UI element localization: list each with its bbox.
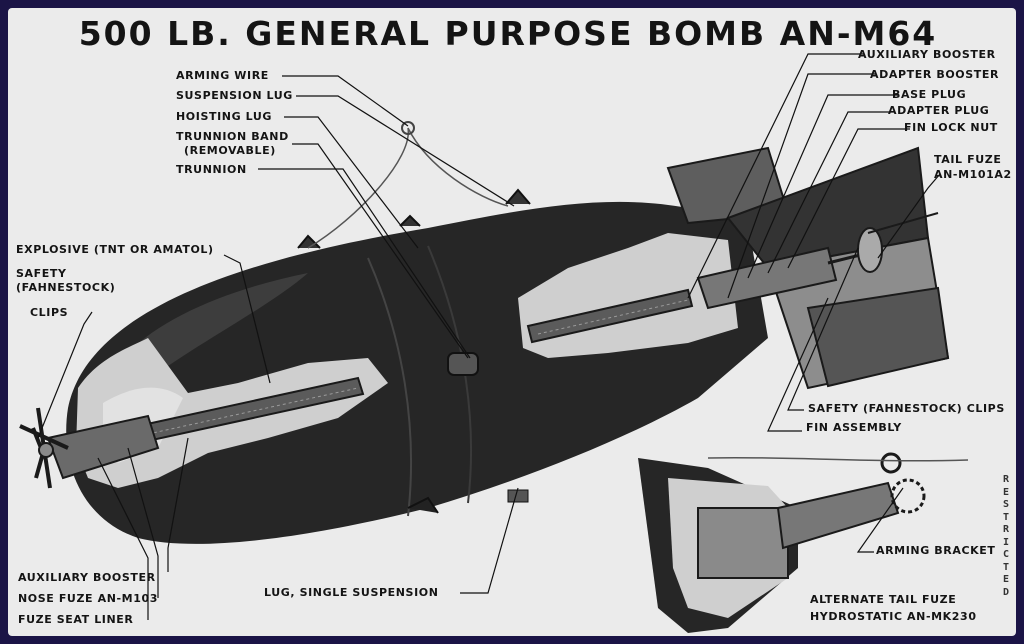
label-suspension-lug: SUSPENSION LUG <box>176 89 293 102</box>
leader-lines <box>37 53 941 620</box>
diagram-frame: 500 LB. GENERAL PURPOSE BOMB AN-M64 ARMI… <box>8 8 1016 636</box>
label-fin-lock-nut: FIN LOCK NUT <box>904 121 998 134</box>
label-alternate-tail-fuze: ALTERNATE TAIL FUZE <box>810 593 957 606</box>
label-alternate-tail-fuze-model: HYDROSTATIC AN-MK230 <box>810 610 977 623</box>
label-tail-fuze-model: AN-M101A2 <box>934 168 1012 181</box>
tail-burster-tube <box>526 288 694 344</box>
lugs <box>297 188 531 514</box>
label-explosive: EXPLOSIVE (TNT OR AMATOL) <box>16 243 214 256</box>
label-tail-fuze: TAIL FUZE <box>934 153 1002 166</box>
label-fin-assembly: FIN ASSEMBLY <box>806 421 902 434</box>
label-safety: SAFETY <box>16 267 67 280</box>
label-auxiliary-booster-nose: AUXILIARY BOOSTER <box>18 571 156 584</box>
label-nose-fuze: NOSE FUZE AN-M103 <box>18 592 158 605</box>
bomb-illustration <box>19 53 969 633</box>
label-trunnion-band: TRUNNION BAND <box>176 130 289 143</box>
label-safety-fahnestock: (FAHNESTOCK) <box>16 281 116 294</box>
label-adapter-booster: ADAPTER BOOSTER <box>870 68 1000 81</box>
tail-fuze <box>696 212 939 310</box>
label-adapter-plug: ADAPTER PLUG <box>888 104 990 117</box>
label-trunnion: TRUNNION <box>176 163 247 176</box>
label-fuze-seat-liner: FUZE SEAT LINER <box>18 613 134 626</box>
arming-wire <box>307 127 509 249</box>
label-arming-bracket: ARMING BRACKET <box>876 544 996 557</box>
diagram-title: 500 LB. GENERAL PURPOSE BOMB AN-M64 <box>78 14 938 53</box>
label-hoisting-lug: HOISTING LUG <box>176 110 273 123</box>
alternate-tail-fuze <box>638 452 969 633</box>
label-auxiliary-booster-tail: AUXILIARY BOOSTER <box>858 48 996 61</box>
label-safety-fahnestock-clips: SAFETY (FAHNESTOCK) CLIPS <box>808 402 1005 415</box>
label-clips: CLIPS <box>30 306 69 319</box>
label-arming-wire: ARMING WIRE <box>176 69 269 82</box>
label-lug-single-suspension: LUG, SINGLE SUSPENSION <box>264 586 439 599</box>
restricted-stamp: RESTRICTED <box>1002 474 1010 598</box>
nose-fuze <box>19 407 160 489</box>
label-base-plug: BASE PLUG <box>892 88 967 101</box>
label-trunnion-band-removable: (REMOVABLE) <box>184 144 276 157</box>
